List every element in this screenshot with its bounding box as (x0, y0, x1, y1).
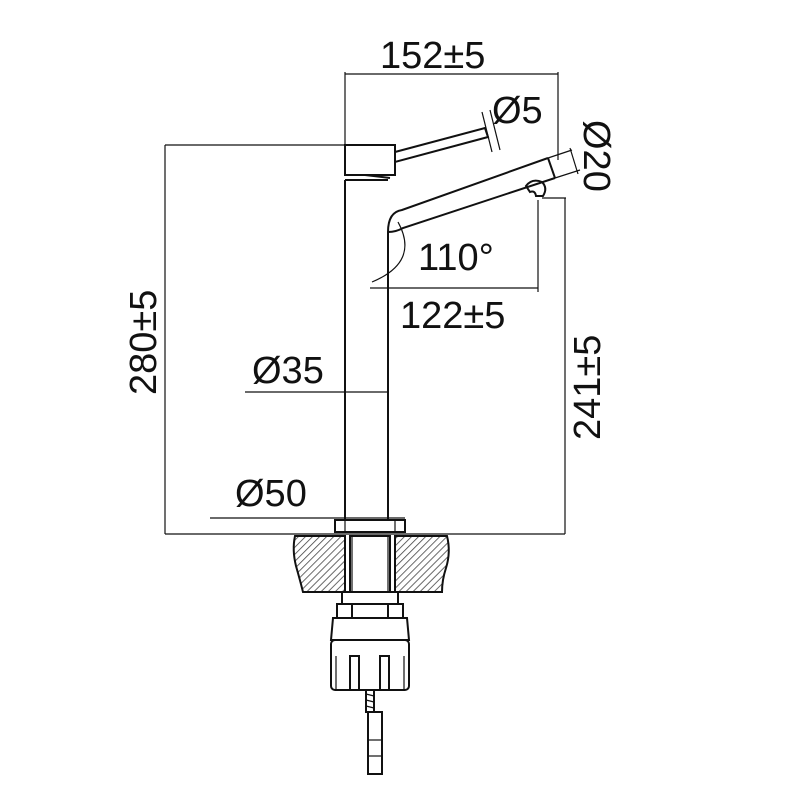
spout-reach-label: 122±5 (400, 295, 505, 337)
handle-lever (394, 126, 490, 164)
spout-height-label: 241±5 (567, 335, 609, 440)
overall-width-label: 152±5 (380, 35, 485, 77)
spout (387, 157, 556, 233)
handle-diameter-label: Ø5 (492, 90, 543, 132)
swivel-angle-label: 110° (418, 237, 494, 279)
base-diameter-label: Ø50 (235, 473, 307, 515)
faucet-body (344, 126, 490, 520)
overall-height-label: 280±5 (123, 290, 165, 395)
aerator (524, 179, 547, 197)
lever-housing (344, 144, 396, 176)
dimension-lines (164, 72, 581, 535)
base-flange (334, 519, 406, 533)
countertop-section (292, 535, 450, 593)
spout-diameter-label: Ø20 (575, 120, 617, 192)
fixing-assembly (329, 591, 411, 775)
body-diameter-label: Ø35 (252, 350, 324, 392)
